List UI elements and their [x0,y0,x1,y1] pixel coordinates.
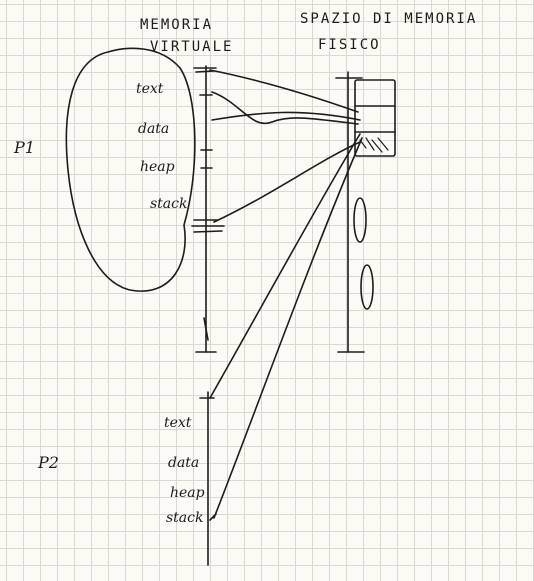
p2-segment-heap: heap [170,485,205,501]
mapping-p2-stack [213,137,363,519]
p2-segment-data: data [168,455,200,471]
physical-memory-title-line1: SPAZIO DI MEMORIA [300,11,478,27]
mapping-p1-stack [213,141,361,223]
virtual-memory-title-line2: VIRTUALE [150,39,234,55]
physical-frame-hatch [359,137,389,153]
p2-segment-stack: stack [166,510,204,526]
mapping-p1-text-wave [211,91,359,125]
physical-free-area-1 [353,197,367,243]
p1-axis-top-cap-2 [195,70,215,73]
physical-frame-block [354,79,396,157]
virtual-memory-title-line1: MEMORIA [140,17,214,33]
process-1-label: P1 [14,138,35,157]
p1-tick-stack-3 [193,230,223,233]
mapping-p1-data [211,111,361,121]
p1-segment-heap: heap [140,159,175,175]
p1-segment-stack: stack [150,196,188,212]
p2-segment-text: text [164,415,192,431]
mapping-p1-text-top [209,69,359,113]
p1-tick-low [203,317,209,341]
physical-memory-title-line2: FISICO [318,37,381,53]
mapping-p2-text [209,133,361,399]
p1-address-space-outline [65,47,196,292]
physical-free-area-2 [360,264,374,310]
p1-segment-data: data [138,121,170,137]
process-2-label: P2 [38,453,59,472]
p1-segment-text: text [136,81,164,97]
